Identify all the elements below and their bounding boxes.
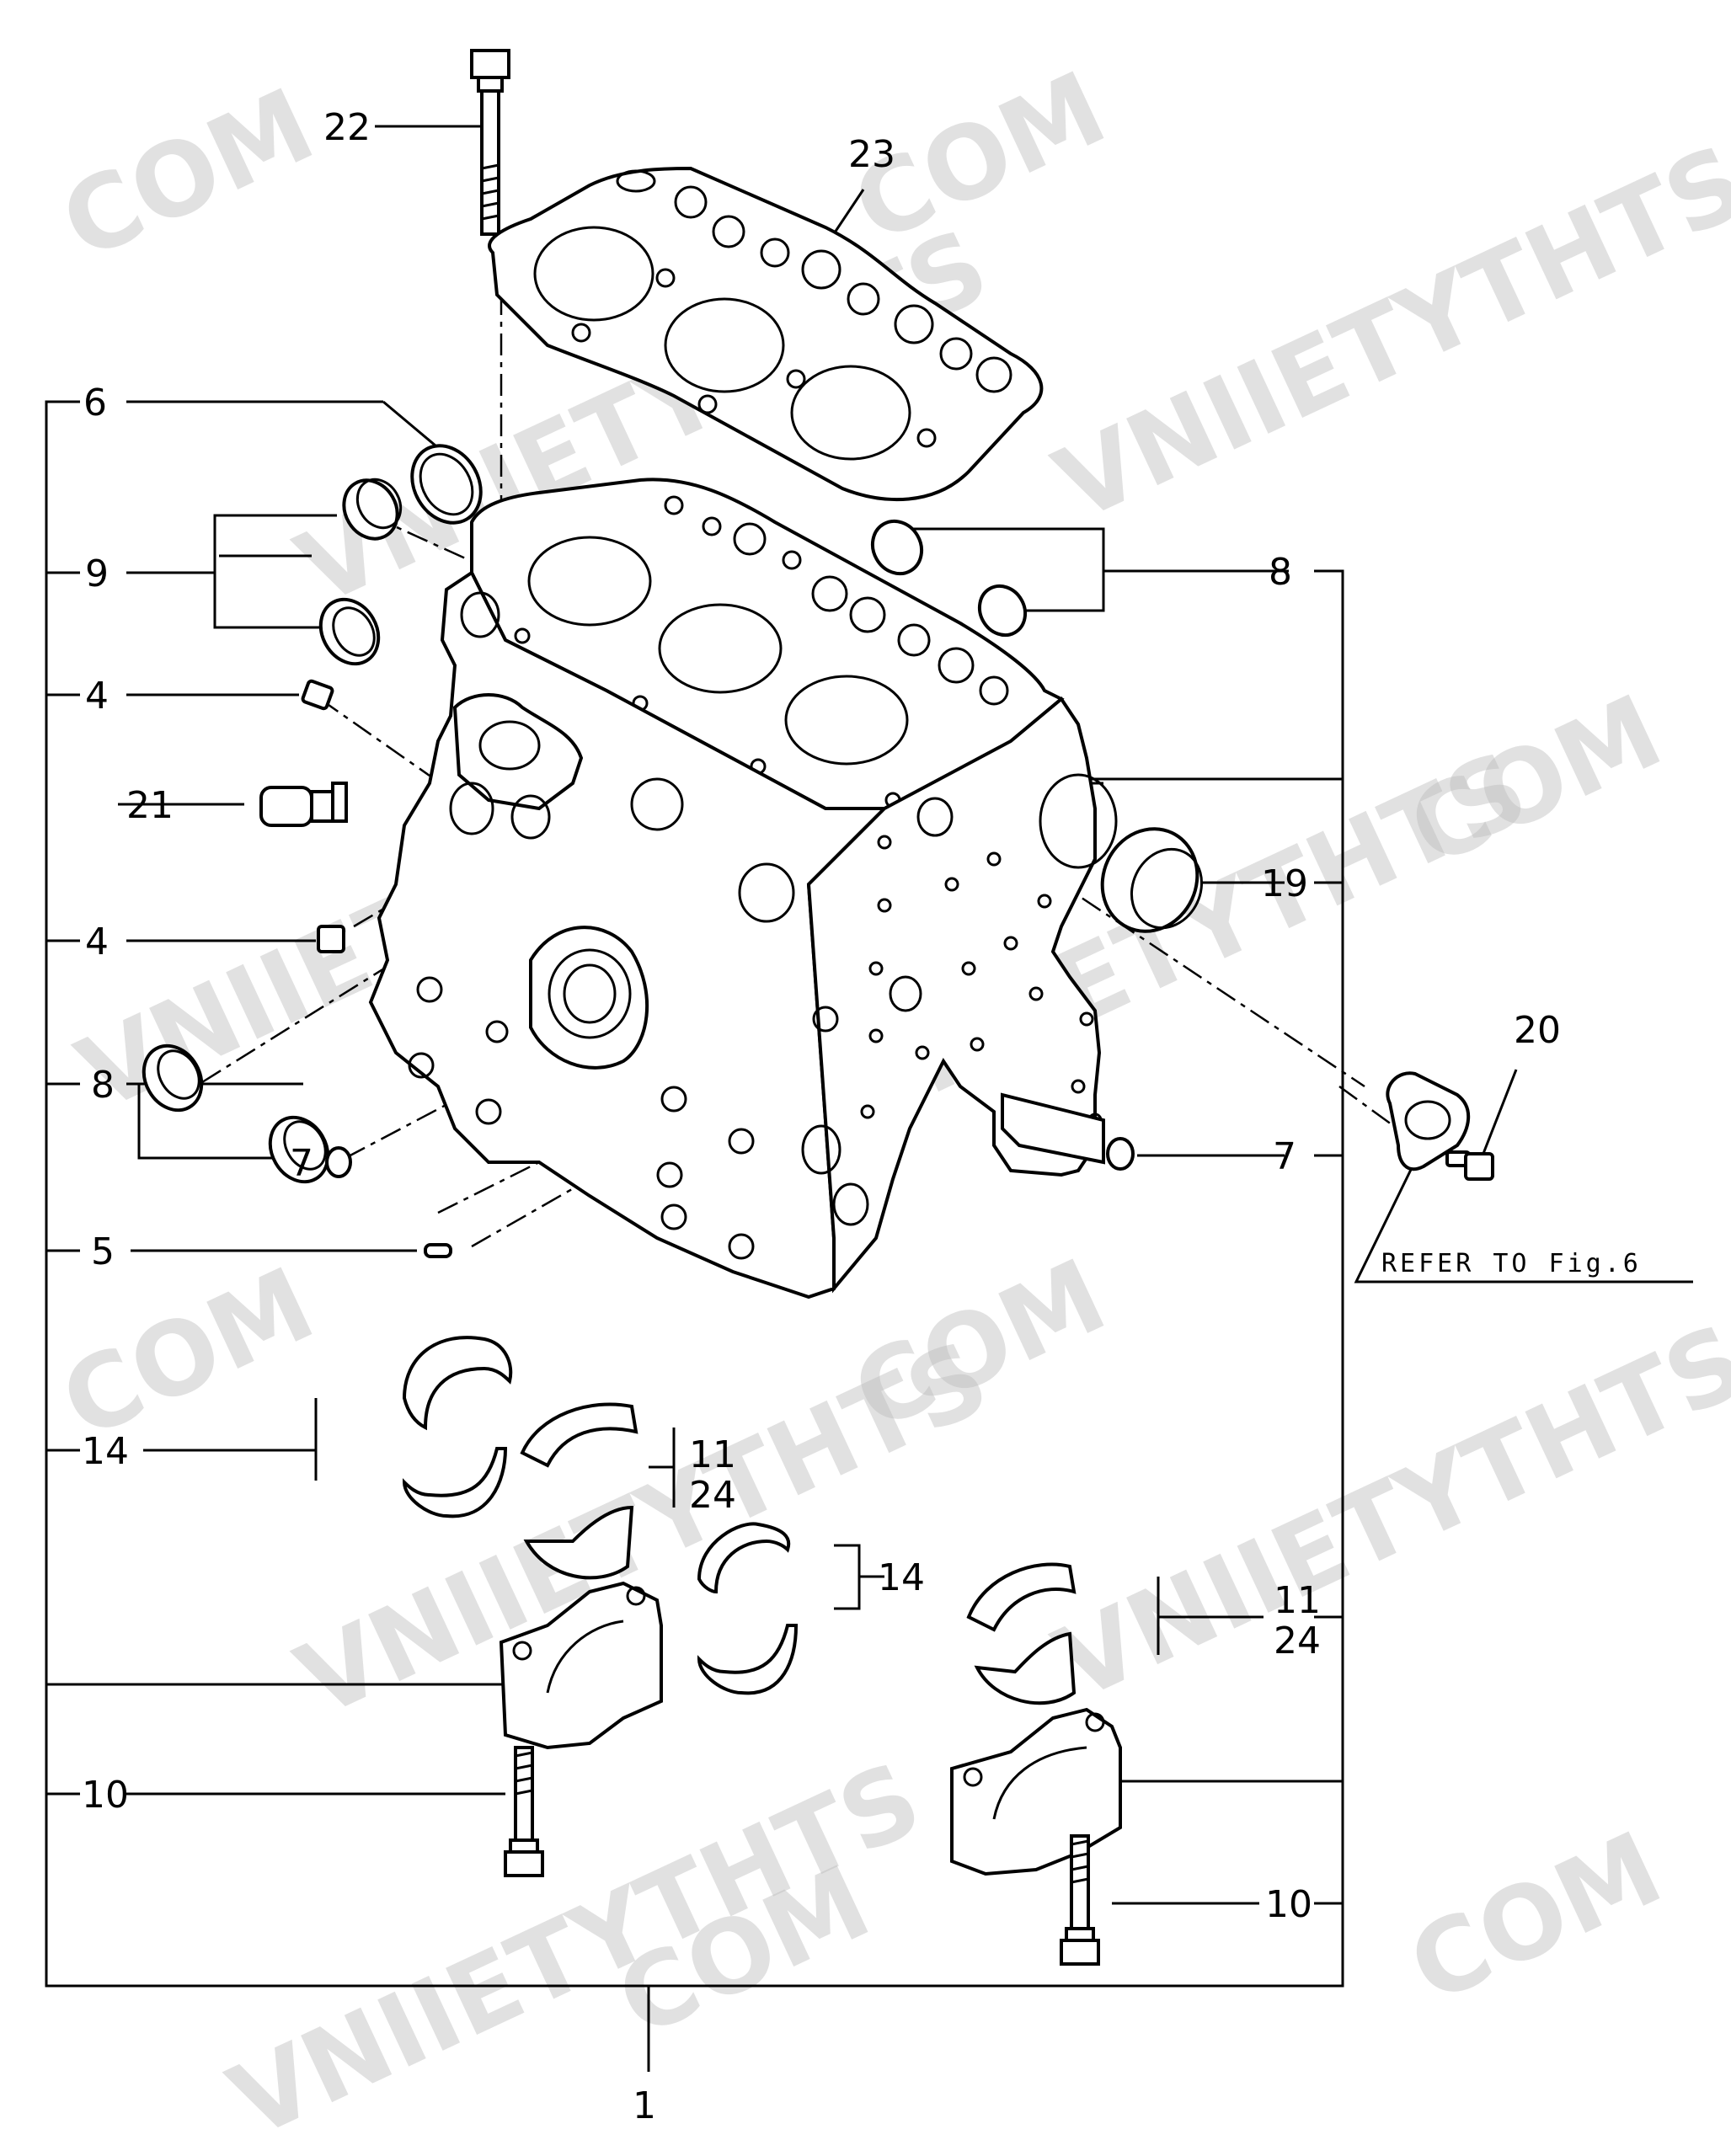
callout-8-right: 8 (1269, 551, 1292, 594)
watermark-brand: VNIIETYTHTS (1039, 124, 1731, 545)
plug-part-9-lower (318, 597, 381, 666)
head-bolt-part-22 (470, 49, 510, 236)
callout-11-left: 11 (689, 1433, 736, 1476)
callout-8-left: 8 (91, 1064, 115, 1107)
plug-part-7-right (1106, 1137, 1135, 1171)
watermark-brand: VNIIETYTHTS (1039, 1303, 1731, 1724)
callout-23: 23 (848, 133, 895, 176)
plug-part-4-upper (301, 679, 334, 711)
callout-21: 21 (126, 784, 174, 827)
watermark-suffix: COM (45, 67, 331, 284)
plug-part-9-upper (342, 478, 403, 541)
cap-bolt-part-10-left (504, 1746, 544, 1877)
main-bearing-part-11-right-lower (974, 1631, 1077, 1705)
main-bearing-part-11-right-upper (966, 1562, 1077, 1632)
watermark-suffix: COM (1393, 674, 1679, 890)
cylinder-block (368, 478, 1118, 1299)
plug-part-6 (410, 444, 483, 525)
plug-part-8-upper-a (870, 519, 924, 576)
callout-19: 19 (1261, 862, 1308, 905)
main-bearing-part-11-left-upper (520, 1402, 638, 1468)
cap-bolt-part-10-right (1060, 1834, 1100, 1966)
dowel-pin-part-5 (424, 1243, 452, 1258)
callout-22: 22 (323, 106, 371, 149)
watermark-suffix: COM (1393, 1811, 1679, 2027)
callout-4-upper: 4 (85, 675, 109, 718)
callout-10-right: 10 (1265, 1883, 1312, 1926)
thrust-washer-part-14-center (697, 1522, 799, 1695)
callout-24-left: 24 (689, 1474, 736, 1517)
plug-part-8-upper-b (977, 584, 1028, 638)
callout-7-right: 7 (1273, 1135, 1296, 1178)
plug-part-7-left (325, 1146, 352, 1178)
cover-plate-part-20 (1386, 1071, 1494, 1181)
thrust-washer-part-14-left (402, 1336, 513, 1518)
bearing-cap-right (950, 1707, 1122, 1876)
callout-labels: 1 4 4 5 6 7 7 8 8 9 10 10 11 24 11 24 14… (82, 106, 1642, 2127)
head-gasket-part-23 (488, 166, 1044, 502)
callout-7-left: 7 (290, 1142, 313, 1185)
callout-11-right: 11 (1274, 1579, 1321, 1622)
callout-1: 1 (633, 2084, 656, 2127)
callout-14-left: 14 (82, 1430, 129, 1473)
refer-note: REFER TO Fig.6 (1381, 1249, 1642, 1278)
bearing-cap-left (499, 1581, 663, 1750)
bushing-part-19 (1100, 827, 1204, 933)
plug-part-8-lower-b (268, 1115, 330, 1184)
plug-part-4-lower (317, 925, 345, 953)
callout-4-lower: 4 (85, 921, 109, 963)
callout-6: 6 (83, 382, 107, 424)
callout-9: 9 (85, 552, 109, 595)
callout-10-left: 10 (82, 1774, 129, 1817)
callout-20: 20 (1514, 1009, 1561, 1052)
callout-24-right: 24 (1274, 1620, 1321, 1662)
sensor-part-21 (259, 782, 348, 827)
callout-5: 5 (91, 1230, 115, 1273)
assembly-bracket (45, 400, 1344, 2072)
plug-part-8-lower-a (142, 1043, 204, 1113)
callout-14-center: 14 (878, 1556, 925, 1599)
main-bearing-part-11-left-lower (523, 1505, 634, 1580)
